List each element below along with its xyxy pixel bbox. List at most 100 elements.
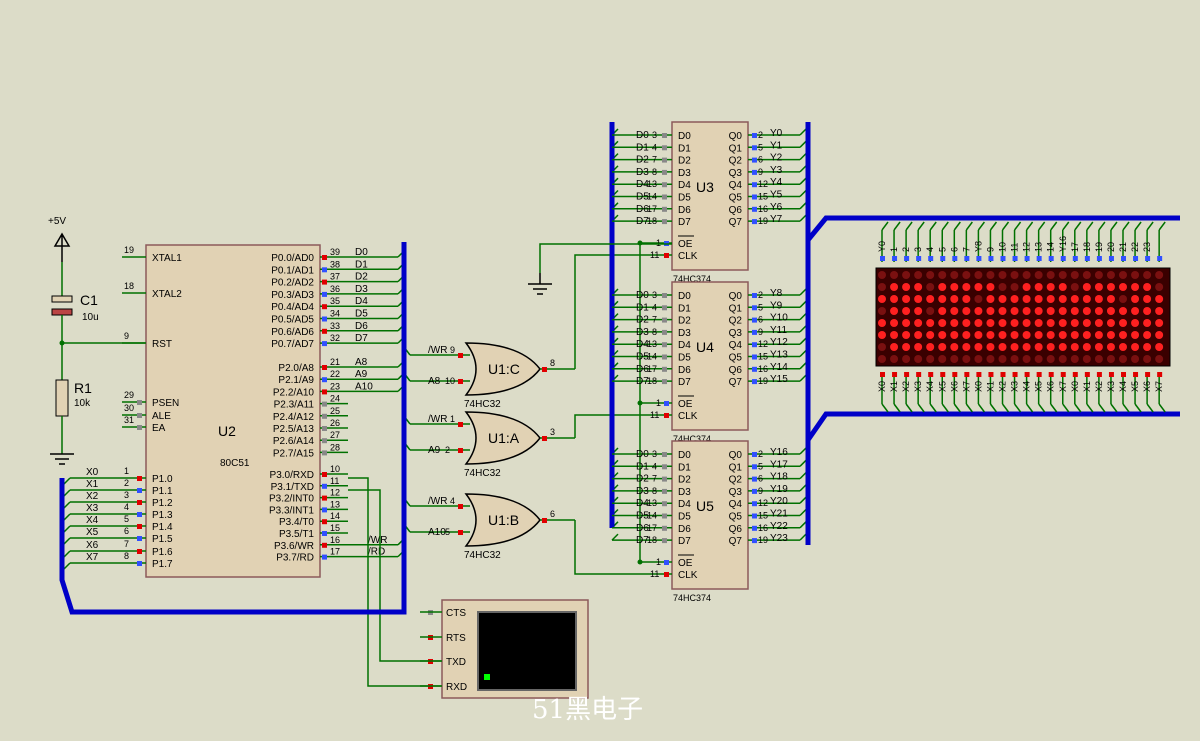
led-dot — [878, 343, 886, 351]
pin-marker — [1096, 372, 1102, 377]
u2-pin-num: 14 — [330, 511, 340, 521]
latch-in-pin: 8 — [652, 327, 657, 337]
pin-marker — [458, 448, 463, 453]
u2-microcontroller[interactable]: U2 80C51 19XTAL118XTAL29RST29PSEN30ALE31… — [122, 244, 348, 578]
pin-marker — [752, 379, 757, 385]
led-dot — [962, 319, 971, 327]
latch-out-pin: 5 — [758, 302, 763, 312]
latch-out-net: Y18 — [770, 472, 788, 483]
pin-marker — [1012, 372, 1018, 377]
latch-out-net: Y7 — [770, 214, 783, 225]
pin-marker — [904, 372, 910, 377]
pin-marker — [1133, 256, 1139, 261]
gate-pin-num: 4 — [450, 496, 455, 506]
or-gate-body — [464, 411, 541, 465]
pin-marker — [988, 256, 994, 261]
u2-pin-name: P0.7/AD7 — [271, 339, 314, 350]
u2-pin-name: P2.5/A13 — [273, 424, 315, 435]
led-dot — [962, 271, 971, 279]
u2-pin-name: P2.1/A9 — [278, 375, 314, 386]
clk-wire — [574, 254, 640, 369]
net-label-d4: D4 — [355, 296, 368, 307]
pin-marker — [662, 366, 667, 372]
wire — [1098, 221, 1106, 231]
c1-plate-top — [51, 295, 73, 303]
matrix-bottom-label: X2 — [1094, 381, 1104, 392]
led-dot — [914, 355, 923, 363]
led-dot — [1070, 331, 1079, 339]
latch-out-net: Y13 — [770, 350, 788, 361]
wire — [905, 221, 913, 231]
terminal-screen[interactable] — [477, 611, 577, 691]
led-dot — [902, 271, 911, 279]
latch-d-label: D7 — [678, 217, 691, 228]
pin-marker — [752, 452, 757, 457]
u2-pin-name: P0.5/AD5 — [271, 315, 314, 326]
pin-marker — [1036, 256, 1042, 261]
latch-pin-num: 1 — [656, 238, 661, 248]
matrix-top-label: 1 — [889, 247, 899, 252]
latch-q-label: Q3 — [729, 328, 743, 339]
led-dot — [1058, 295, 1067, 303]
u2-pin-name: P3.0/RXD — [270, 470, 314, 481]
pin-marker — [1157, 372, 1163, 377]
latch-q-label: Q2 — [729, 475, 743, 486]
led-dot — [1058, 343, 1067, 351]
led-dot — [1094, 355, 1103, 363]
led-dot — [1143, 343, 1152, 351]
latch-in-pin: 13 — [647, 498, 657, 508]
latch-out-pin: 9 — [758, 167, 763, 177]
pin-marker — [322, 365, 327, 370]
pin-marker — [892, 372, 898, 377]
c1-ref: C1 — [80, 292, 98, 308]
u2-pin-num: 8 — [124, 551, 129, 561]
wire — [1158, 403, 1166, 413]
or-gate-body — [464, 493, 541, 547]
latch-part: 74HC374 — [673, 434, 711, 444]
wire — [799, 459, 807, 467]
led-dot — [1022, 355, 1031, 363]
latch-d-label: D4 — [678, 340, 691, 351]
wire — [1110, 403, 1118, 413]
led-dot — [902, 331, 911, 339]
matrix-top-label: 9 — [985, 247, 995, 252]
led-dot — [914, 343, 923, 351]
latch-in-net: D2 — [636, 315, 649, 326]
pin-marker — [542, 436, 547, 441]
gate-pin-num: 2 — [445, 445, 450, 455]
latch-in-pin: 17 — [647, 523, 657, 533]
led-dot — [1106, 271, 1115, 279]
net-label-x3: X3 — [86, 503, 99, 514]
pin-marker — [542, 367, 547, 372]
u2-part: 80C51 — [220, 458, 250, 469]
led-dot — [1046, 343, 1055, 351]
pin-marker — [952, 256, 958, 261]
pin-marker — [752, 305, 757, 311]
latch-out-pin: 6 — [758, 315, 763, 325]
net-label-x0: X0 — [86, 467, 99, 478]
led-dot — [1082, 307, 1091, 315]
led-dot — [1155, 283, 1164, 291]
led-dot — [1010, 271, 1019, 279]
pin-marker — [664, 560, 669, 565]
latch-in-pin: 8 — [652, 486, 657, 496]
latch-d-label: D4 — [678, 180, 691, 191]
r1-value: 10k — [74, 398, 91, 409]
latch-out-net: Y23 — [770, 533, 788, 544]
wire — [953, 403, 961, 413]
led-dot — [1010, 307, 1019, 315]
pin-marker — [322, 531, 327, 536]
led-dot — [950, 271, 959, 279]
latch-pin-num: 1 — [656, 398, 661, 408]
latch-out-net: Y3 — [770, 165, 783, 176]
wire — [965, 403, 973, 413]
latch-d-label: D2 — [678, 316, 691, 327]
